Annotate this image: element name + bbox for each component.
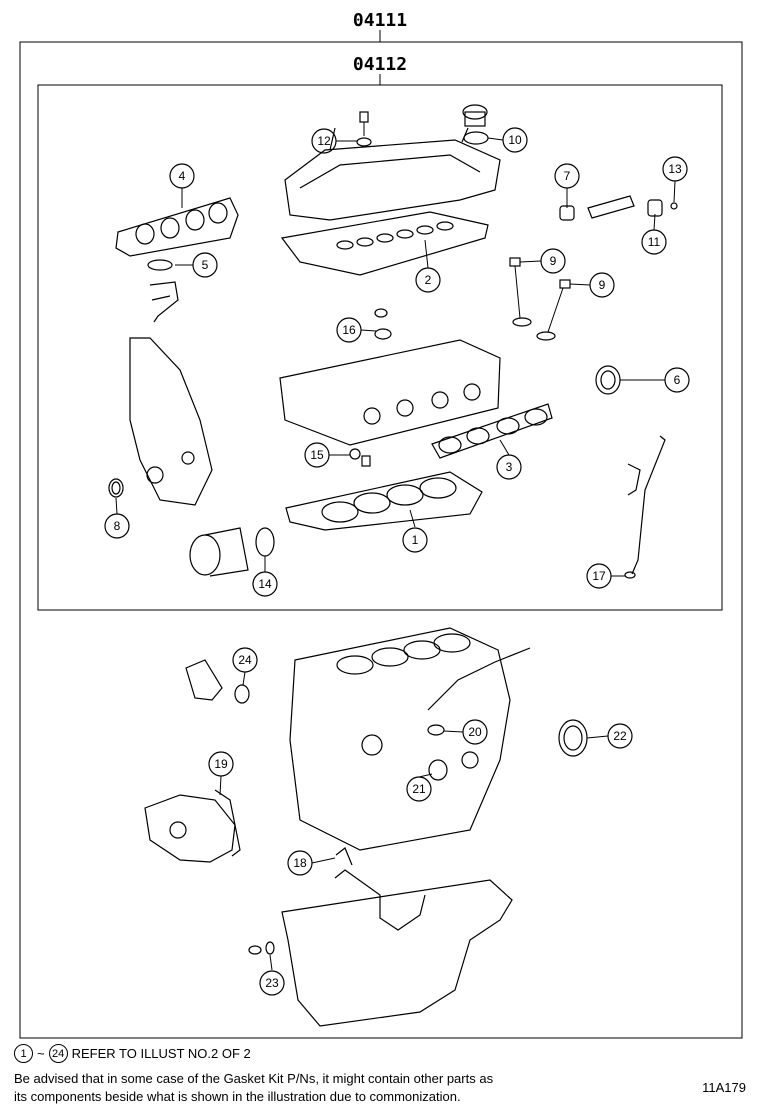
svg-text:8: 8 <box>114 519 121 533</box>
svg-text:21: 21 <box>412 782 426 796</box>
water-inlet-19 <box>144 789 241 863</box>
callout-9b: 9 <box>589 272 615 298</box>
svg-text:2: 2 <box>425 273 432 287</box>
callout-4: 4 <box>169 163 195 189</box>
refer-note: 1 ~ 24 REFER TO ILLUST NO.2 OF 2 <box>14 1044 251 1063</box>
svg-text:12: 12 <box>317 134 331 148</box>
callout-19: 19 <box>208 751 234 777</box>
intake-manifold-gasket <box>431 403 553 459</box>
svg-text:1: 1 <box>412 533 419 547</box>
callout-11: 11 <box>641 229 667 255</box>
callout-24: 24 <box>232 647 258 673</box>
exhaust-manifold-gasket <box>115 197 239 257</box>
plug-15 <box>349 448 371 467</box>
kit-label-04111: 04111 <box>353 10 407 31</box>
oil-seal-6 <box>595 365 621 395</box>
range-start-callout: 1 <box>14 1044 33 1063</box>
callout-13: 13 <box>662 156 688 182</box>
callout-9a: 9 <box>540 248 566 274</box>
callout-1: 1 <box>402 527 428 553</box>
gasket-20 <box>427 724 445 736</box>
callout-18: 18 <box>287 850 313 876</box>
svg-text:6: 6 <box>674 373 681 387</box>
svg-text:5: 5 <box>202 258 209 272</box>
cylinder-head <box>279 308 501 446</box>
cylinder-block <box>289 627 531 851</box>
svg-text:7: 7 <box>564 169 571 183</box>
kit-frame-04112 <box>37 84 723 611</box>
svg-text:4: 4 <box>179 169 186 183</box>
svg-text:13: 13 <box>668 162 682 176</box>
parts-diagram: 04111 04112 <box>19 10 743 1039</box>
leader-lines <box>115 137 676 971</box>
figure-id: 11A179 <box>702 1080 746 1095</box>
oil-seal-21 <box>428 759 448 781</box>
kit-frame-04111 <box>19 41 743 1039</box>
refer-text: REFER TO ILLUST NO.2 OF 2 <box>71 1045 251 1061</box>
callout-5: 5 <box>192 252 218 278</box>
injector <box>559 195 678 221</box>
svg-text:20: 20 <box>468 725 482 739</box>
callout-6: 6 <box>664 367 690 393</box>
callout-17: 17 <box>586 563 612 589</box>
range-separator: ~ <box>37 1045 45 1061</box>
kit-label-04112: 04112 <box>353 54 407 75</box>
svg-text:3: 3 <box>506 460 513 474</box>
svg-text:10: 10 <box>508 133 522 147</box>
svg-text:23: 23 <box>265 976 279 990</box>
drain-plug-23 <box>248 941 275 955</box>
oil-seal-8 <box>108 478 124 498</box>
advisory-note-line-2: its components beside what is shown in t… <box>14 1089 461 1104</box>
svg-text:17: 17 <box>592 569 606 583</box>
callout-22: 22 <box>607 723 633 749</box>
oil-pan <box>281 847 513 1027</box>
callout-14: 14 <box>252 571 278 597</box>
timing-cover <box>129 337 213 506</box>
svg-text:22: 22 <box>613 729 627 743</box>
callout-16: 16 <box>336 317 362 343</box>
svg-text:24: 24 <box>238 653 252 667</box>
callout-7: 7 <box>554 163 580 189</box>
callout-3: 3 <box>496 454 522 480</box>
valve-cover-gasket <box>280 211 489 276</box>
callout-2: 2 <box>415 267 441 293</box>
rear-oil-seal-22 <box>558 719 588 757</box>
callout-12: 12 <box>311 128 337 154</box>
callout-23: 23 <box>259 970 285 996</box>
svg-text:9: 9 <box>599 278 606 292</box>
bolt-12 <box>356 111 372 147</box>
svg-text:15: 15 <box>310 448 324 462</box>
svg-text:14: 14 <box>258 577 272 591</box>
svg-text:11: 11 <box>648 235 661 249</box>
svg-text:9: 9 <box>550 254 557 268</box>
advisory-note-line-1: Be advised that in some case of the Gask… <box>14 1071 494 1086</box>
thermostat-housing <box>185 659 250 704</box>
callout-10: 10 <box>502 127 528 153</box>
range-end-callout: 24 <box>48 1044 68 1063</box>
water-pump <box>189 527 275 577</box>
head-gasket <box>285 471 483 531</box>
oil-filler-cap <box>462 104 489 145</box>
svg-text:19: 19 <box>214 757 228 771</box>
callout-15: 15 <box>304 442 330 468</box>
callout-8: 8 <box>104 513 130 539</box>
svg-text:16: 16 <box>342 323 356 337</box>
svg-text:18: 18 <box>293 856 307 870</box>
callout-20: 20 <box>462 719 488 745</box>
oil-level-gauge-17 <box>624 435 666 579</box>
callout-21: 21 <box>406 776 432 802</box>
manifold-gasket-5 <box>147 259 179 323</box>
